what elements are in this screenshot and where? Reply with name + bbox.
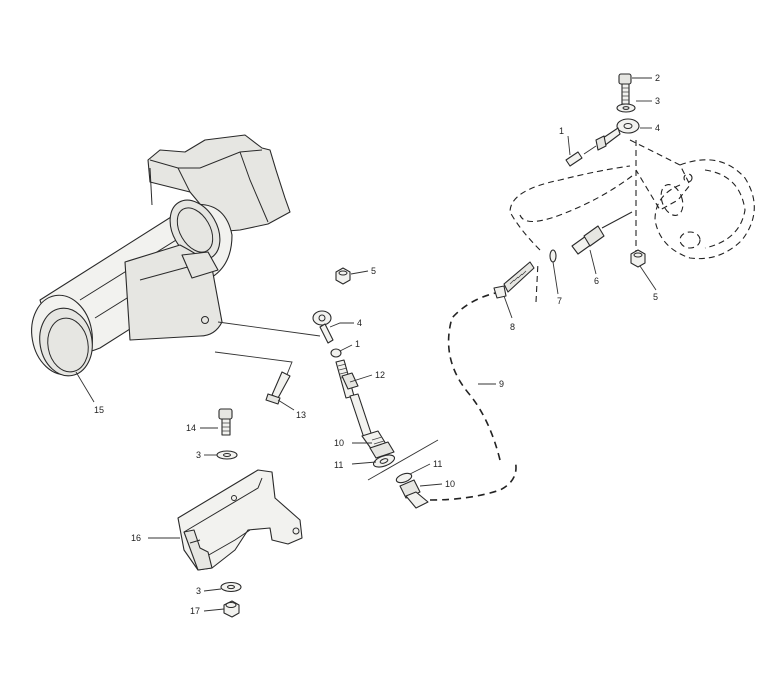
rod-end-part-4-center [312,310,334,344]
callout-7: 7 [557,296,562,306]
washer-part-3-upper [216,450,238,460]
callout-16: 16 [131,533,141,543]
washer-part-3-right [616,103,636,113]
rod-link-line [583,145,597,155]
callout-10-lower: 10 [445,479,455,489]
callout-11-center: 11 [334,460,343,470]
callout-8: 8 [510,322,515,332]
cable-route-upper [509,165,631,303]
shaft-part-12 [335,359,373,439]
nut-part-17 [223,600,240,618]
callout-10-center: 10 [334,438,344,448]
callout-3-right: 3 [655,96,660,106]
callout-3-lower-left: 3 [196,586,201,596]
callout-4-center: 4 [357,318,362,328]
adjuster-part-6 [571,211,633,255]
washer-part-11-center [372,454,396,468]
jam-nut-part-1-right [565,151,583,167]
callout-5-center: 5 [371,266,376,276]
callout-17: 17 [190,606,200,616]
leader-lines [75,77,657,612]
callout-labels: 1 2 3 4 5 4 1 12 10 11 11 10 9 8 7 6 5 1… [94,73,660,616]
washer-part-3-lower [220,581,242,593]
callout-13: 13 [296,410,306,420]
callout-1-center: 1 [355,339,360,349]
bulkhead-line [367,439,439,481]
callout-3-upper-left: 3 [196,450,201,460]
lever-assembly-dashed [629,139,755,260]
callout-12: 12 [375,370,385,380]
callout-14: 14 [186,423,196,433]
housing-part-15 [31,134,291,377]
bolt-part-13 [265,371,291,405]
rod-end-part-4-right [595,118,640,151]
callout-6: 6 [594,276,599,286]
fitting-part-10-center [361,430,395,459]
bolt-part-14 [218,408,233,436]
cable-route-lower [519,175,633,223]
bolt-part-2 [618,73,632,105]
callout-1-right: 1 [559,126,564,136]
callout-4-right: 4 [655,123,660,133]
washer-part-7 [549,249,557,263]
callout-9: 9 [499,379,504,389]
cable-end-part-8 [493,261,535,299]
cable-part-9 [429,291,517,501]
nut-part-5-right [630,249,646,268]
callout-15: 15 [94,405,104,415]
callout-2: 2 [655,73,660,83]
callout-11-lower: 11 [433,459,442,469]
nut-part-5-center [335,267,351,285]
callout-5-right: 5 [653,292,658,302]
bracket-part-16 [177,469,303,571]
alignment-line-upper [217,321,321,337]
jam-nut-part-1-center [330,348,342,358]
fitting-parts-11-10-lower [395,472,429,509]
